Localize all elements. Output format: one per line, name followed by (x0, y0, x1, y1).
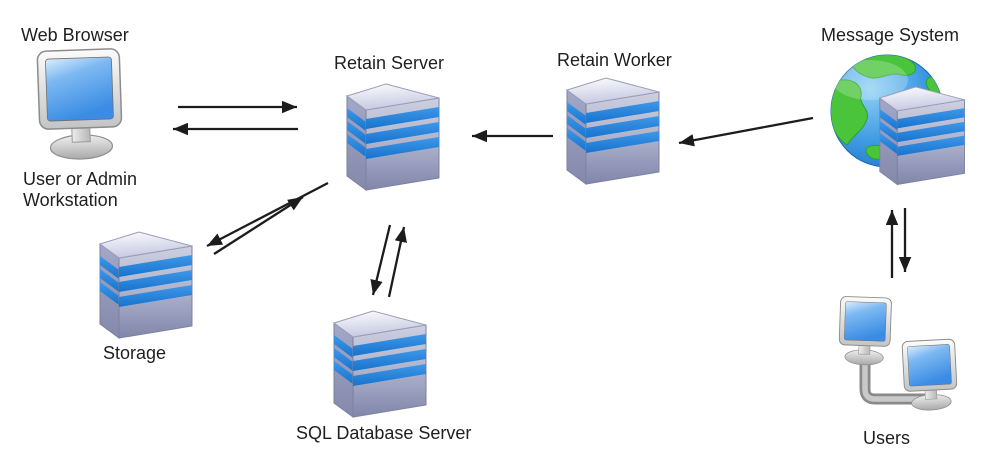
arrow-retain-server-to-sql-database (370, 224, 392, 296)
web-browser-monitor-icon (36, 48, 124, 162)
web-browser-label: Web Browser (21, 25, 129, 45)
message-system-globe-server-icon (830, 54, 965, 185)
arrow-retain-server-to-storage (206, 181, 329, 248)
message-system-label: Message System (821, 25, 960, 45)
sql-database-server-icon (333, 310, 427, 418)
workstation-label-line1: User or Admin (23, 169, 138, 189)
sql-database-server-label: SQL Database Server (296, 423, 472, 443)
retain-worker-icon (566, 77, 660, 185)
arrow-sql-database-to-retain-server (387, 226, 407, 298)
storage-icon (99, 231, 193, 339)
workstation-label-line2: Workstation (23, 190, 118, 210)
retain-worker-label: Retain Worker (557, 50, 672, 70)
users-workstations-icon (837, 295, 959, 412)
arrow-message-system-to-retain-worker (678, 116, 814, 147)
arrow-storage-to-retain-server (213, 196, 304, 255)
retain-server-label: Retain Server (334, 53, 445, 73)
workstation-label: User or Admin Workstation (23, 169, 137, 211)
storage-label: Storage (103, 343, 167, 363)
users-label: Users (863, 428, 911, 448)
retain-server-icon (346, 83, 440, 191)
